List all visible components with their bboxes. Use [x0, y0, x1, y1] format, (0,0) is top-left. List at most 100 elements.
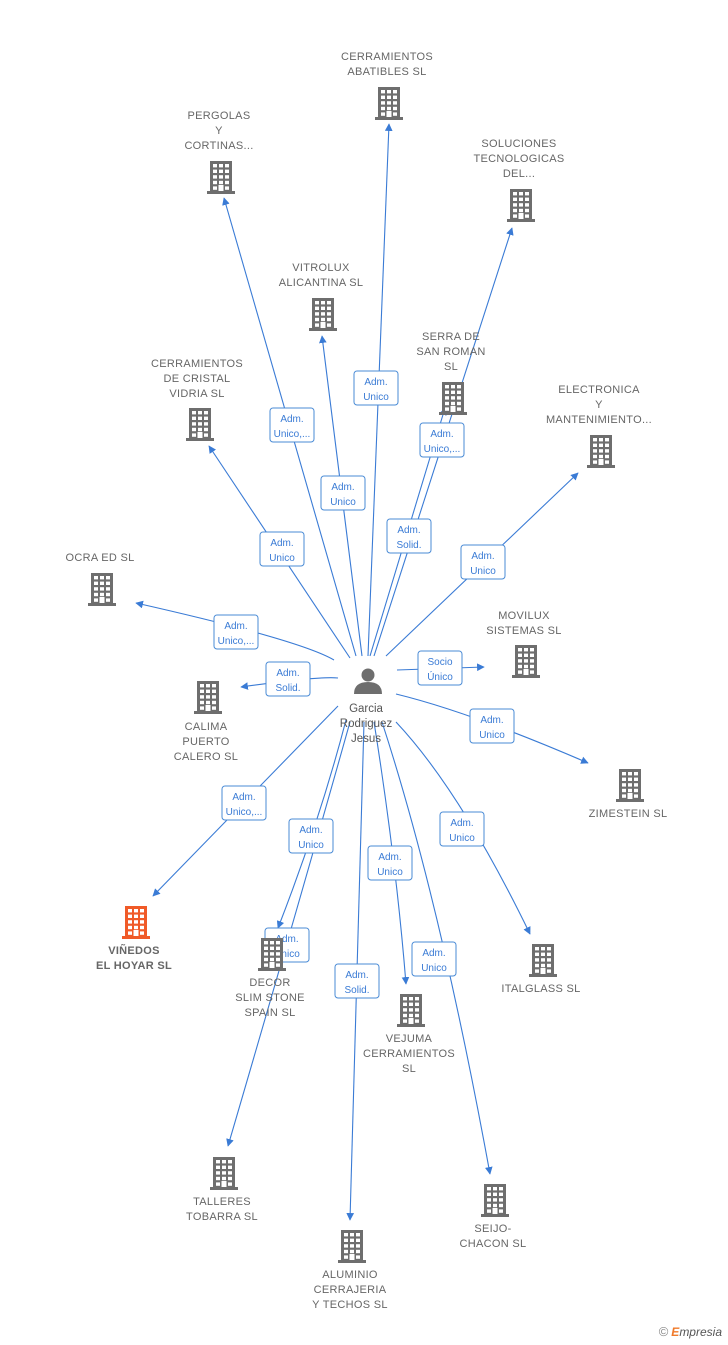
edge-label-line: Adm.	[430, 429, 453, 440]
edge-label-line: Solid.	[344, 985, 369, 996]
building-icon	[587, 435, 615, 468]
edge-label-serra[interactable]: Adm.Unico,...	[419, 422, 465, 458]
company-node-zimestein[interactable]: ZIMESTEIN SL	[589, 769, 668, 820]
company-name-line: TALLERES	[193, 1196, 251, 1208]
edge-label-line: Unico	[363, 392, 389, 403]
company-name-line: TECNOLOGICAS	[473, 153, 564, 165]
edge-label-line: Adm.	[276, 668, 299, 679]
edge-label-line: Adm.	[397, 525, 420, 536]
edge-label-cristal-vidria[interactable]: Adm. Unico	[259, 531, 305, 567]
center-name-line: Garcia	[349, 703, 383, 715]
edge-label-vitrolux[interactable]: Adm.Unico	[320, 475, 366, 511]
edge-label-electronica[interactable]: Adm.Unico	[460, 544, 506, 580]
edge-label-line: Adm.	[422, 948, 445, 959]
company-node-vitrolux[interactable]: VITROLUX ALICANTINA SL	[279, 262, 364, 331]
edge-label-line: Adm.	[450, 818, 473, 829]
edge-label-line: Unico	[449, 833, 475, 844]
company-name-line: CERRAMIENTOS	[341, 51, 433, 63]
company-name-line: CALERO SL	[174, 751, 238, 763]
company-name-line: DECOR	[249, 977, 290, 989]
edge-label-line: Unico	[298, 840, 324, 851]
company-name-line: Y	[215, 125, 223, 137]
company-node-movilux[interactable]: MOVILUX SISTEMAS SL	[486, 610, 561, 678]
company-name-line: SPAIN SL	[244, 1007, 295, 1019]
edge-ocra	[135, 600, 335, 661]
building-icon	[207, 161, 235, 194]
company-name-line: Y	[595, 399, 603, 411]
company-name-line: SL	[402, 1063, 416, 1075]
edge-label-zimestein[interactable]: Adm. Unico	[469, 708, 515, 744]
edge-label-vinedos[interactable]: Adm.Unico,...	[221, 785, 267, 821]
building-icon	[258, 938, 286, 971]
edge-label-italglass[interactable]: Adm. Unico	[439, 811, 485, 847]
company-name-line: CHACON SL	[460, 1238, 527, 1250]
edge-label-pergolas[interactable]: Adm.Unico,...	[269, 407, 315, 443]
edge-label-line: Unico	[269, 553, 295, 564]
building-icon	[512, 645, 540, 678]
company-name-line: VEJUMA	[386, 1033, 433, 1045]
edge-talleres	[226, 721, 351, 1147]
edge-label-line: Unico	[421, 963, 447, 974]
building-icon	[507, 189, 535, 222]
edge-label-line: Adm.	[345, 970, 368, 981]
company-node-pergolas[interactable]: PERGOLAS Y CORTINAS...	[184, 110, 253, 194]
company-node-seijo[interactable]: SEIJO- CHACON SL	[460, 1184, 527, 1250]
company-name-line: SISTEMAS SL	[486, 625, 561, 637]
company-node-ocra[interactable]: OCRA ED SL	[65, 552, 134, 606]
building-icon	[210, 1157, 238, 1190]
company-name-line: TOBARRA SL	[186, 1211, 258, 1223]
edge-label-line: Unico,...	[274, 429, 311, 440]
edge-label-vejuma[interactable]: Adm.Unico	[367, 845, 413, 881]
edge-label-line: Unico	[274, 949, 300, 960]
company-name-line: VIDRIA SL	[169, 388, 224, 400]
edge-label-line: Unico	[479, 730, 505, 741]
edge-label-cerramientos-abatibles[interactable]: Adm.Unico	[353, 370, 399, 406]
edge-label-aluminio[interactable]: Adm. Solid.	[334, 963, 380, 999]
company-node-electronica[interactable]: ELECTRONICAYMANTENIMIENTO...	[546, 384, 652, 468]
building-icon	[439, 382, 467, 415]
company-node-talleres[interactable]: TALLERES TOBARRA SL	[186, 1157, 258, 1223]
edge-labels-layer: Adm.UnicoAdm.Unico,...Adm.Solid.Adm.Unic…	[213, 370, 515, 999]
company-node-italglass[interactable]: ITALGLASS SL	[501, 944, 580, 995]
edge-label-line: Adm.	[378, 852, 401, 863]
edge-label-calima[interactable]: Adm.Solid.	[265, 661, 311, 697]
building-icon	[88, 573, 116, 606]
company-name-line: VITROLUX	[292, 262, 350, 274]
company-name-line: ALICANTINA SL	[279, 277, 364, 289]
building-icon	[616, 769, 644, 802]
edge-label-seijo[interactable]: Adm. Unico	[411, 941, 457, 977]
building-icon	[186, 408, 214, 441]
company-name-line: CALIMA	[185, 721, 228, 733]
company-name-line: SEIJO-	[474, 1223, 511, 1235]
company-name-line: SOLUCIONES	[481, 138, 556, 150]
building-icon	[529, 944, 557, 977]
edge-label-line: Adm.	[232, 792, 255, 803]
edge-label-soluciones[interactable]: Adm.Solid.	[386, 518, 432, 554]
building-icon	[397, 994, 425, 1027]
edge-label-line: Socio	[427, 657, 452, 668]
company-name-line: ALUMINIO	[322, 1269, 378, 1281]
company-name-line: CORTINAS...	[184, 140, 253, 152]
edge-label-decor[interactable]: Adm. Unico	[288, 818, 334, 854]
company-name-line: CERRAMIENTOS	[151, 358, 243, 370]
edge-label-line: Adm.	[299, 825, 322, 836]
company-name-line: PERGOLAS	[188, 110, 251, 122]
company-name-line: MOVILUX	[498, 610, 550, 622]
edge-label-ocra[interactable]: Adm.Unico,...	[213, 614, 259, 650]
edge-label-line: Adm.	[331, 482, 354, 493]
edge-label-line: Adm.	[480, 715, 503, 726]
edge-label-line: Adm.	[270, 538, 293, 549]
company-name-line: ZIMESTEIN SL	[589, 808, 668, 820]
edge-label-line: Adm.	[224, 621, 247, 632]
company-node-soluciones[interactable]: SOLUCIONESTECNOLOGICASDEL...	[473, 138, 564, 222]
